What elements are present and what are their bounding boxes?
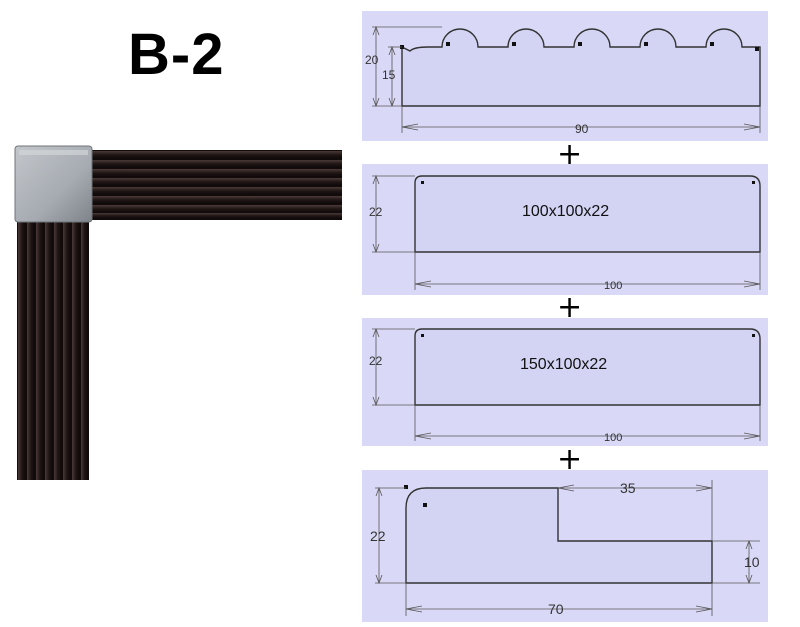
dimension-lines [372,25,761,133]
dim-width-70: 70 [548,601,564,617]
profile-panel-4: 22 35 10 70 [362,470,768,622]
profile-panel-2: 22 100x100x22 100 [362,164,768,295]
dim-width-100: 100 [604,432,622,444]
corner-connector [14,145,93,223]
dim-height-22: 22 [369,205,383,219]
profile-drawing-3: 22 150x100x22 100 [369,327,761,444]
stepped-profile [405,487,713,584]
dim-width-100: 100 [604,280,622,292]
profile-drawing-4: 22 35 10 70 [370,480,760,617]
dim-height-10: 10 [744,554,760,570]
dimension-lines [372,327,761,441]
dimension-lines [372,174,761,290]
scalloped-profile [401,28,761,107]
dim-width-35: 35 [620,480,636,496]
plus-sign-2: + [557,290,583,325]
dim-height-15: 15 [382,68,396,82]
profile-drawing-2: 22 100x100x22 100 [369,174,761,292]
profile-panel-1: 20 15 90 [362,11,768,141]
horizontal-ribs [92,151,342,219]
profile-size-label: 150x100x22 [520,356,607,373]
plus-sign-3: + [557,442,583,477]
dim-height-22: 22 [370,528,386,544]
frame-corner-image [14,145,342,480]
profile-size-label: 100x100x22 [522,203,609,220]
vertical-ribs [18,222,88,480]
dim-height-20: 20 [365,53,379,67]
profile-panel-3: 22 150x100x22 100 [362,318,768,446]
dimension-lines [375,480,760,616]
product-code-title: B-2 [128,22,225,87]
dim-height-22: 22 [369,354,383,368]
dim-width-90: 90 [575,122,589,136]
profile-drawing-1: 20 15 90 [365,25,761,136]
